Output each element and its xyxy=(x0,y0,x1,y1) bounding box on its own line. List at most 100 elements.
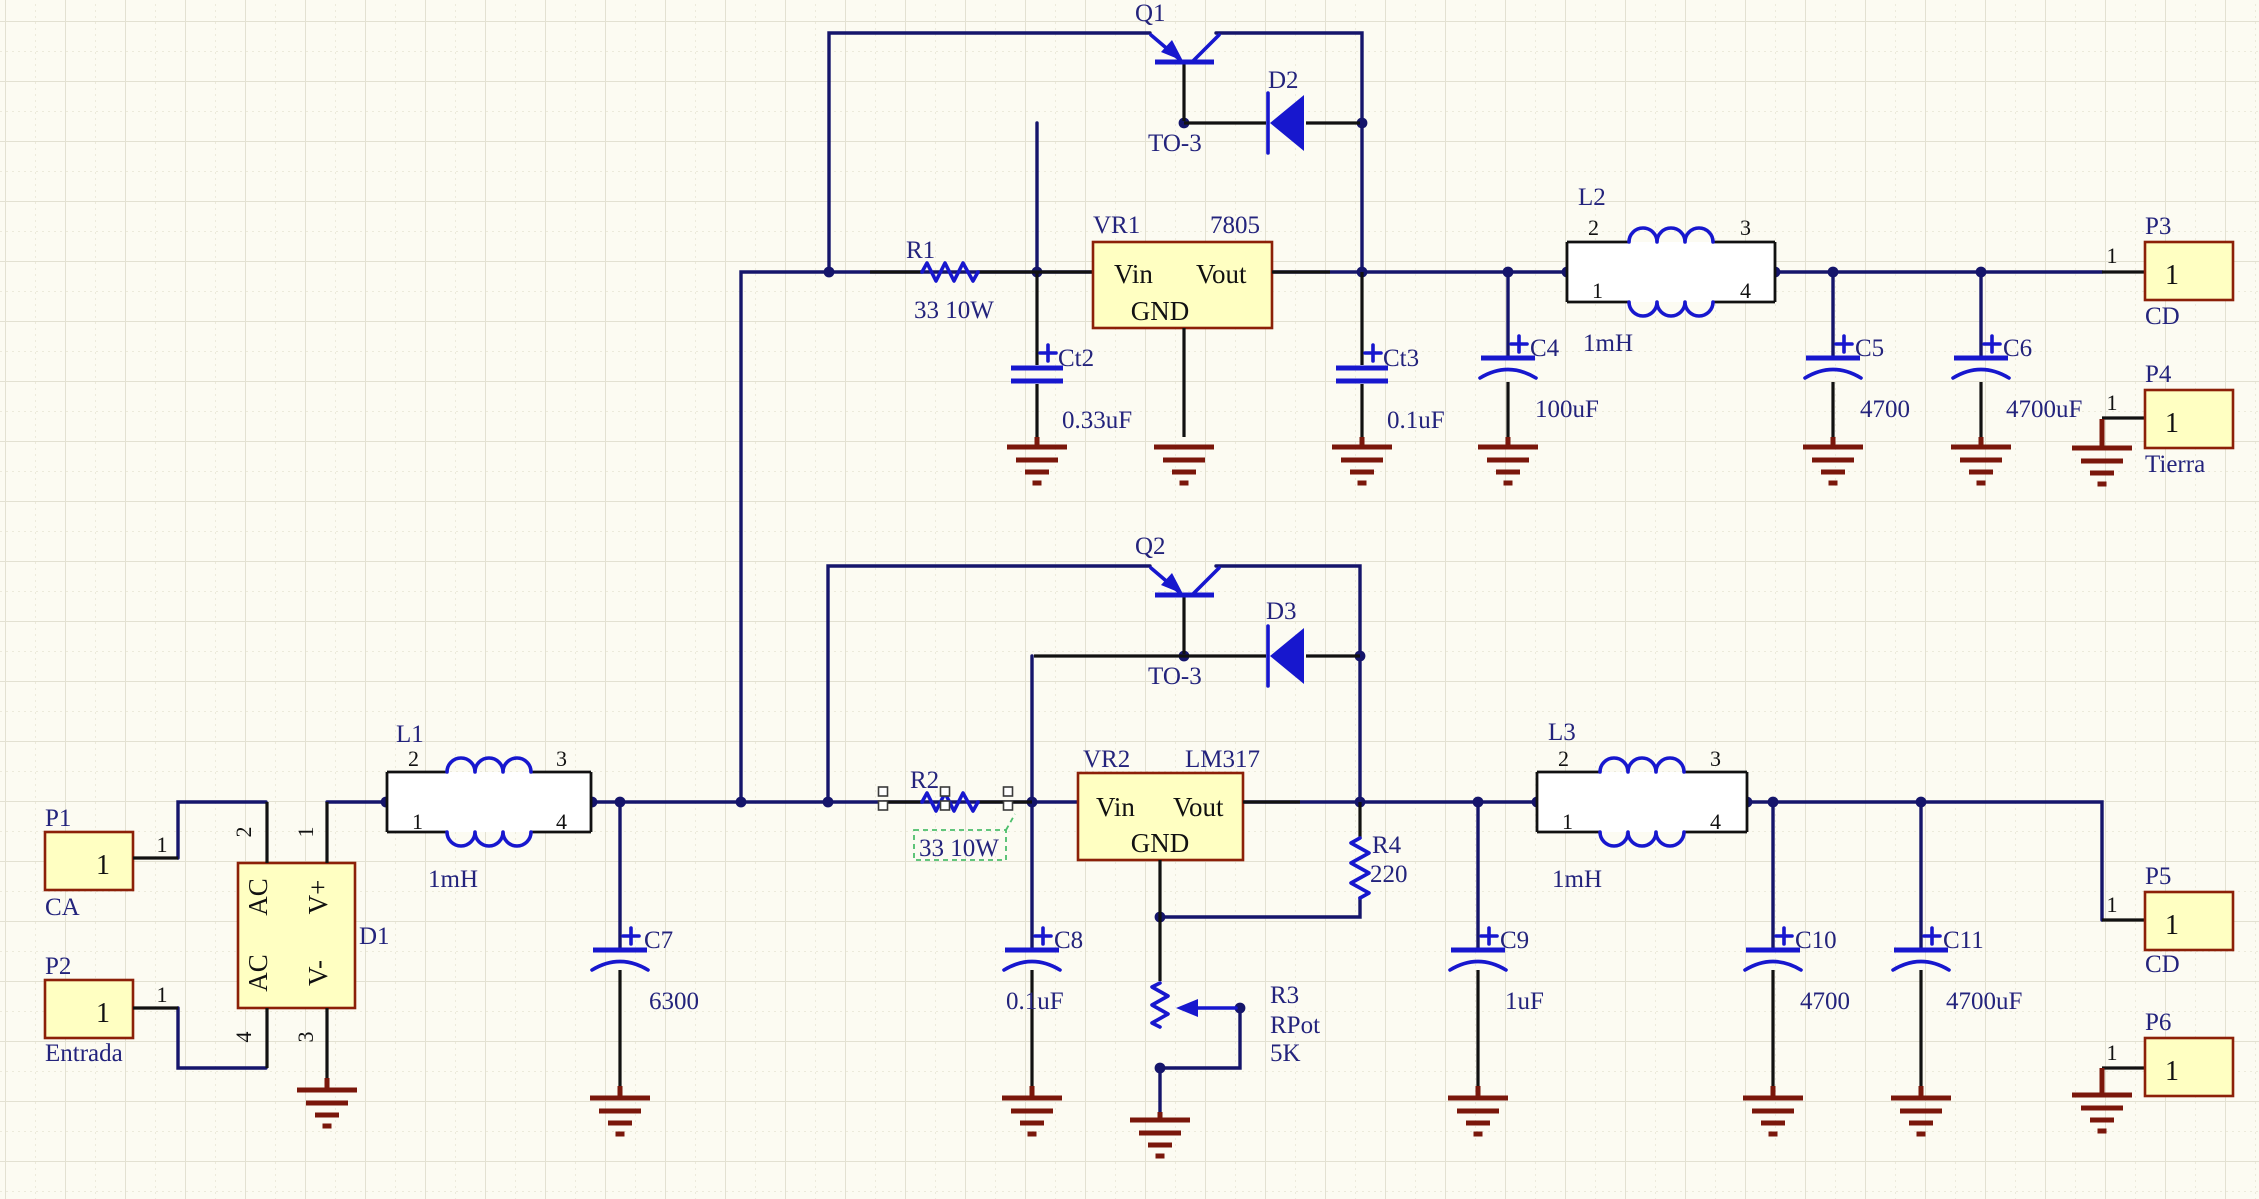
r1-zigzag-icon xyxy=(920,261,980,283)
q2-designator[interactable]: Q2 xyxy=(1135,533,1166,560)
p3-net-label[interactable]: CD xyxy=(2145,303,2180,330)
connector-p6[interactable]: P6 1 1 xyxy=(2099,1009,2235,1098)
d1-pin2-number: 2 xyxy=(231,827,256,838)
vr1-designator[interactable]: VR1 xyxy=(1093,212,1140,239)
p6-designator[interactable]: P6 xyxy=(2145,1009,2171,1036)
r2-selection-handles[interactable] xyxy=(877,786,1014,811)
wire-r3-wiper-return xyxy=(1158,1006,1242,1070)
capacitor-c10[interactable]: C10 4700 xyxy=(1745,927,1850,1098)
c6-designator[interactable]: C6 xyxy=(2003,335,2032,362)
r1-designator[interactable]: R1 xyxy=(906,237,935,264)
d2-diode-icon xyxy=(1270,95,1304,151)
inductor-l2[interactable]: L2 1mH 2 3 1 4 xyxy=(1565,184,1777,357)
c6-value[interactable]: 4700uF xyxy=(2006,396,2082,423)
ct3-designator[interactable]: Ct3 xyxy=(1383,345,1419,372)
p5-net-label[interactable]: CD xyxy=(2145,951,2180,978)
inductor-l1[interactable]: L1 1mH 2 3 1 4 xyxy=(385,721,593,893)
d3-designator[interactable]: D3 xyxy=(1266,598,1297,625)
connector-p2[interactable]: P2 1 1 Entrada xyxy=(43,953,178,1067)
capacitor-c7[interactable]: C7 6300 xyxy=(592,927,699,1098)
d1-designator[interactable]: D1 xyxy=(359,923,390,950)
c7-value[interactable]: 6300 xyxy=(649,988,699,1015)
wire-q2-collector xyxy=(1214,564,1362,804)
c4-value[interactable]: 100uF xyxy=(1535,396,1599,423)
connector-p5[interactable]: P5 1 1 CD xyxy=(2102,863,2235,978)
resistor-r2[interactable]: R2 33 10W xyxy=(877,767,1033,862)
l1-designator[interactable]: L1 xyxy=(396,721,424,748)
d1-pin-vplus: V+ xyxy=(303,880,333,915)
c11-value[interactable]: 4700uF xyxy=(1946,988,2022,1015)
vr2-part[interactable]: LM317 xyxy=(1185,746,1260,773)
p1-designator[interactable]: P1 xyxy=(45,805,71,832)
l3-value[interactable]: 1mH xyxy=(1552,866,1602,893)
diode-d3[interactable]: D3 xyxy=(1034,598,1360,688)
c9-designator[interactable]: C9 xyxy=(1500,927,1529,954)
l2-designator[interactable]: L2 xyxy=(1578,184,1606,211)
l1-pin4-number: 4 xyxy=(556,809,567,834)
l3-designator[interactable]: L3 xyxy=(1548,719,1576,746)
r3-designator[interactable]: R3 xyxy=(1270,982,1299,1009)
r2-selection-tail xyxy=(1005,813,1016,831)
d1-pin-ac-top: AC xyxy=(243,878,273,916)
r4-designator[interactable]: R4 xyxy=(1372,832,1402,859)
regulator-vr1[interactable]: VR1 7805 Vin Vout GND xyxy=(1091,212,1330,437)
connector-p3[interactable]: P3 1 1 CD xyxy=(2102,213,2235,330)
c10-designator[interactable]: C10 xyxy=(1795,927,1837,954)
connector-p4[interactable]: P4 1 1 Tierra xyxy=(2099,361,2235,478)
q1-designator[interactable]: Q1 xyxy=(1135,0,1166,27)
p4-pin1-label: 1 xyxy=(2165,408,2179,439)
r3-value[interactable]: RPot xyxy=(1270,1012,1320,1039)
resistor-r1[interactable]: R1 33 10W xyxy=(870,237,1093,324)
c5-value[interactable]: 4700 xyxy=(1860,396,1910,423)
potentiometer-r3[interactable]: R3 RPot 5K xyxy=(1150,981,1320,1120)
connector-p1[interactable]: P1 1 1 CA xyxy=(43,805,178,921)
p2-designator[interactable]: P2 xyxy=(45,953,71,980)
c10-value[interactable]: 4700 xyxy=(1800,988,1850,1015)
p1-pin-number: 1 xyxy=(157,832,168,857)
capacitor-c6[interactable]: C6 4700uF xyxy=(1953,335,2082,447)
vr1-part[interactable]: 7805 xyxy=(1210,212,1260,239)
p4-net-label[interactable]: Tierra xyxy=(2145,451,2205,478)
q1-package[interactable]: TO-3 xyxy=(1148,130,1202,157)
regulator-vr2[interactable]: VR2 LM317 Vin Vout GND xyxy=(1076,746,1300,981)
q2-package[interactable]: TO-3 xyxy=(1148,663,1202,690)
transistor-q1[interactable]: Q1 TO-3 xyxy=(1135,0,1221,157)
r2-value[interactable]: 33 10W xyxy=(919,835,999,862)
c11-designator[interactable]: C11 xyxy=(1943,927,1984,954)
ct2-designator[interactable]: Ct2 xyxy=(1058,345,1094,372)
l2-value[interactable]: 1mH xyxy=(1583,330,1633,357)
l1-value[interactable]: 1mH xyxy=(428,866,478,893)
capacitor-c9[interactable]: C9 1uF xyxy=(1450,927,1544,1098)
r1-value[interactable]: 33 10W xyxy=(914,297,994,324)
c7-designator[interactable]: C7 xyxy=(644,927,673,954)
inductor-l3[interactable]: L3 1mH 2 3 1 4 xyxy=(1535,719,1749,893)
r4-value[interactable]: 220 xyxy=(1370,861,1408,888)
diode-d2[interactable]: D2 xyxy=(1184,67,1360,155)
p1-net-label[interactable]: CA xyxy=(45,894,80,921)
capacitor-ct2[interactable]: Ct2 0.33uF xyxy=(1011,272,1132,447)
d2-designator[interactable]: D2 xyxy=(1268,67,1299,94)
p3-designator[interactable]: P3 xyxy=(2145,213,2171,240)
capacitor-c4[interactable]: C4 100uF xyxy=(1480,335,1599,447)
ct2-value[interactable]: 0.33uF xyxy=(1062,407,1132,434)
capacitor-c8[interactable]: C8 0.1uF xyxy=(1004,927,1083,1098)
r2-designator[interactable]: R2 xyxy=(910,767,939,794)
c5-designator[interactable]: C5 xyxy=(1855,335,1884,362)
bridge-rectifier-d1[interactable]: D1 AC V+ AC V- 2 1 4 3 xyxy=(231,802,390,1090)
ct3-value[interactable]: 0.1uF xyxy=(1387,407,1445,434)
p5-designator[interactable]: P5 xyxy=(2145,863,2171,890)
c9-value[interactable]: 1uF xyxy=(1505,988,1544,1015)
p4-designator[interactable]: P4 xyxy=(2145,361,2172,388)
transistor-q2[interactable]: Q2 TO-3 xyxy=(1135,533,1221,690)
c8-designator[interactable]: C8 xyxy=(1054,927,1083,954)
resistor-r4[interactable]: R4 220 xyxy=(1349,802,1408,900)
p2-net-label[interactable]: Entrada xyxy=(45,1040,123,1067)
capacitor-c5[interactable]: C5 4700 xyxy=(1805,335,1910,447)
r3-value2[interactable]: 5K xyxy=(1270,1040,1301,1067)
wires[interactable] xyxy=(176,31,2104,1114)
c4-designator[interactable]: C4 xyxy=(1530,335,1560,362)
c8-value[interactable]: 0.1uF xyxy=(1006,988,1064,1015)
d1-pin4-number: 4 xyxy=(231,1032,256,1043)
vr2-designator[interactable]: VR2 xyxy=(1083,746,1130,773)
